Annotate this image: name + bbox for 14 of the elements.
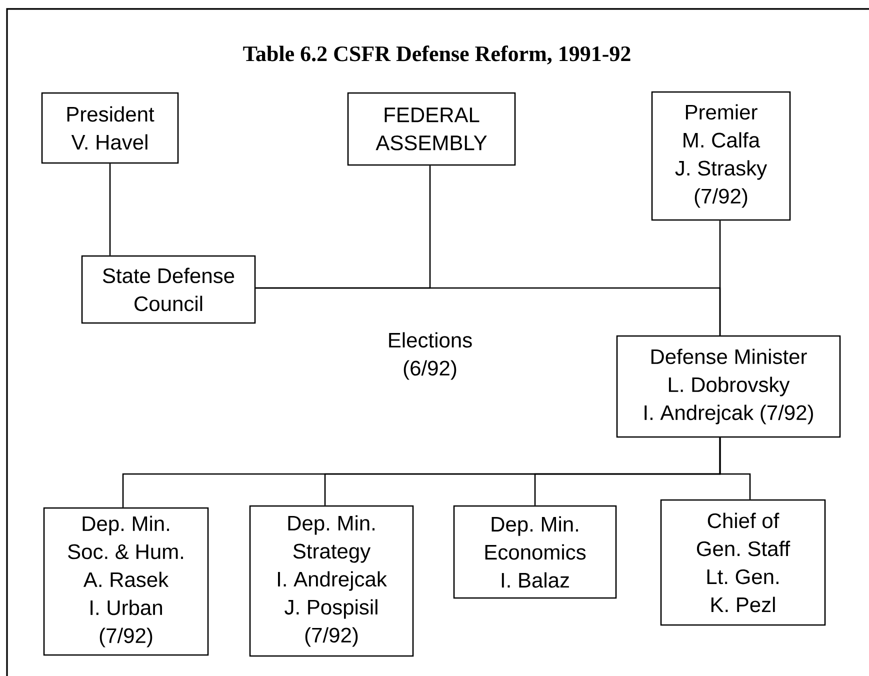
title: Table 6.2 CSFR Defense Reform, 1991-92 [243,46,630,64]
connector-line [109,164,111,256]
org-box: Dep. Min. Soc. & Hum. A. Rasek I. Urban (7/92) [43,507,209,656]
connector-line [719,220,721,336]
connector-line [719,438,751,500]
org-box: Defense Minister L. Dobrovsky I. Andrejcak (7/92) [616,335,841,438]
org-box: President V. Havel [41,92,179,164]
org-box: Dep. Min. Economics I. Balaz [453,505,617,599]
note-text: Elections (6/92) [389,332,472,380]
org-box: Dep. Min. Strategy I. Andrejcak J. Pospisil (7/92) [249,505,414,657]
org-box: Premier M. Calfa J. Strasky (7/92) [651,91,791,221]
org-box: Chief of Gen. Staff Lt. Gen. K. Pezl [660,499,826,626]
org-box: FEDERAL ASSEMBLY [347,92,516,166]
org-box: State Defense Council [81,255,256,324]
